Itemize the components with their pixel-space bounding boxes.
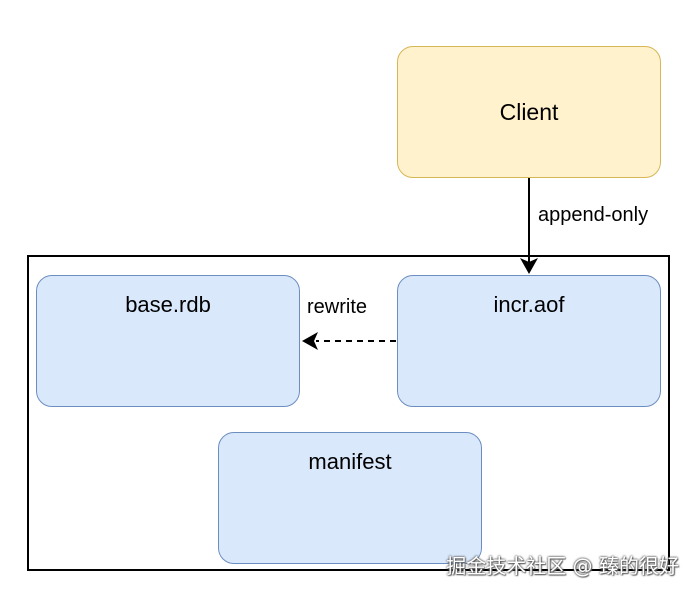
persistence-container [27, 255, 670, 571]
incr-aof-label: incr.aof [493, 292, 565, 317]
client-label: Client [499, 98, 559, 125]
manifest-label: manifest [308, 449, 392, 474]
client-node: Client [397, 46, 661, 178]
incr-aof-node: incr.aof [397, 275, 661, 407]
append-only-arrow [520, 178, 538, 274]
append-only-label: append-only [538, 204, 649, 226]
rewrite-arrow [302, 332, 396, 350]
base-rdb-label: base.rdb [125, 292, 211, 317]
base-rdb-node: base.rdb [36, 275, 300, 407]
manifest-node: manifest [218, 432, 482, 564]
watermark: 掘金技术社区 @ 臻的很好 [446, 554, 679, 578]
rewrite-label: rewrite [307, 296, 368, 318]
